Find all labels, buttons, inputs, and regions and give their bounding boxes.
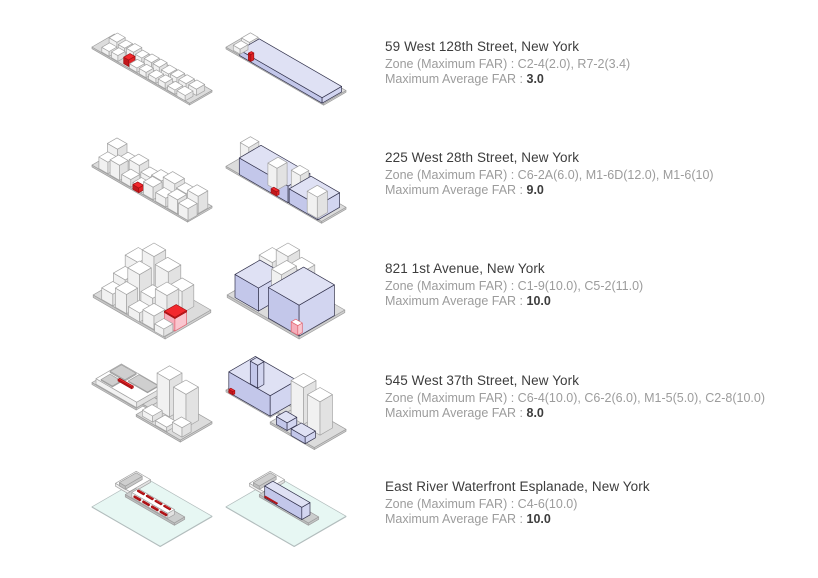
zone-line: Zone (Maximum FAR) : C2-4(2.0), R7-2(3.4…	[385, 57, 630, 73]
zone-label: Zone (Maximum FAR) :	[385, 390, 518, 405]
diagram-pair	[88, 457, 352, 561]
far-line: Maximum Average FAR : 9.0	[385, 183, 714, 199]
site-row-59-west-128th: 59 West 128th Street, New York Zone (Max…	[0, 16, 818, 122]
far-value: 8.0	[526, 406, 544, 420]
existing-massing-diagram	[91, 363, 213, 443]
site-title: 545 West 37th Street, New York	[385, 372, 580, 388]
zone-label: Zone (Maximum FAR) :	[385, 496, 518, 511]
zone-values: C1-9(10.0), C5-2(11.0)	[517, 278, 644, 293]
site-info: 821 1st Avenue, New York Zone (Maximum F…	[385, 261, 643, 310]
far-envelope-diagram	[226, 242, 346, 340]
far-envelope-diagram	[225, 470, 347, 548]
zone-values: C6-4(10.0), C6-2(6.0), M1-5(5.0), C2-8(1…	[517, 390, 765, 405]
far-line: Maximum Average FAR : 10.0	[385, 294, 643, 310]
far-label: Maximum Average FAR :	[385, 72, 527, 86]
site-title: 821 1st Avenue, New York	[385, 260, 545, 276]
zone-label: Zone (Maximum FAR) :	[385, 167, 518, 182]
far-envelope-diagram	[225, 356, 347, 450]
site-title: 225 West 28th Street, New York	[385, 149, 580, 165]
existing-massing-diagram	[92, 242, 212, 340]
existing-massing-diagram	[91, 32, 213, 106]
far-line: Maximum Average FAR : 3.0	[385, 72, 630, 88]
zone-label: Zone (Maximum FAR) :	[385, 56, 518, 71]
existing-massing-diagram	[91, 470, 213, 548]
far-line: Maximum Average FAR : 10.0	[385, 512, 650, 528]
zone-line: Zone (Maximum FAR) : C6-4(10.0), C6-2(6.…	[385, 391, 765, 407]
diagram-pair	[88, 128, 352, 232]
existing-massing-diagram	[91, 137, 213, 223]
diagram-pair	[88, 239, 352, 343]
site-row-821-1st-ave: 821 1st Avenue, New York Zone (Maximum F…	[0, 238, 818, 344]
zone-line: Zone (Maximum FAR) : C4-6(10.0)	[385, 497, 650, 513]
site-title: East River Waterfront Esplanade, New Yor…	[385, 478, 650, 494]
far-label: Maximum Average FAR :	[385, 406, 527, 420]
zone-values: C4-6(10.0)	[517, 496, 578, 511]
far-value: 9.0	[526, 183, 544, 197]
far-label: Maximum Average FAR :	[385, 512, 527, 526]
site-info: 225 West 28th Street, New York Zone (Max…	[385, 150, 714, 199]
site-title: 59 West 128th Street, New York	[385, 38, 580, 54]
far-label: Maximum Average FAR :	[385, 294, 527, 308]
diagram-pair	[88, 17, 352, 121]
far-envelope-diagram	[225, 32, 347, 106]
site-info: 545 West 37th Street, New York Zone (Max…	[385, 373, 765, 422]
zone-line: Zone (Maximum FAR) : C6-2A(6.0), M1-6D(1…	[385, 168, 714, 184]
far-value: 10.0	[526, 512, 551, 526]
zone-line: Zone (Maximum FAR) : C1-9(10.0), C5-2(11…	[385, 279, 643, 295]
zone-label: Zone (Maximum FAR) :	[385, 278, 518, 293]
zone-values: C2-4(2.0), R7-2(3.4)	[517, 56, 631, 71]
site-row-225-west-28th: 225 West 28th Street, New York Zone (Max…	[0, 127, 818, 233]
far-label: Maximum Average FAR :	[385, 183, 527, 197]
site-row-545-west-37th: 545 West 37th Street, New York Zone (Max…	[0, 350, 818, 456]
site-row-east-river-esplanade: East River Waterfront Esplanade, New Yor…	[0, 456, 818, 562]
far-value: 10.0	[526, 294, 551, 308]
zone-values: C6-2A(6.0), M1-6D(12.0), M1-6(10)	[517, 167, 714, 182]
far-envelope-diagram	[225, 136, 347, 224]
far-value: 3.0	[526, 72, 544, 86]
far-line: Maximum Average FAR : 8.0	[385, 406, 765, 422]
diagram-pair	[88, 351, 352, 455]
site-info: 59 West 128th Street, New York Zone (Max…	[385, 39, 630, 88]
site-info: East River Waterfront Esplanade, New Yor…	[385, 479, 650, 528]
